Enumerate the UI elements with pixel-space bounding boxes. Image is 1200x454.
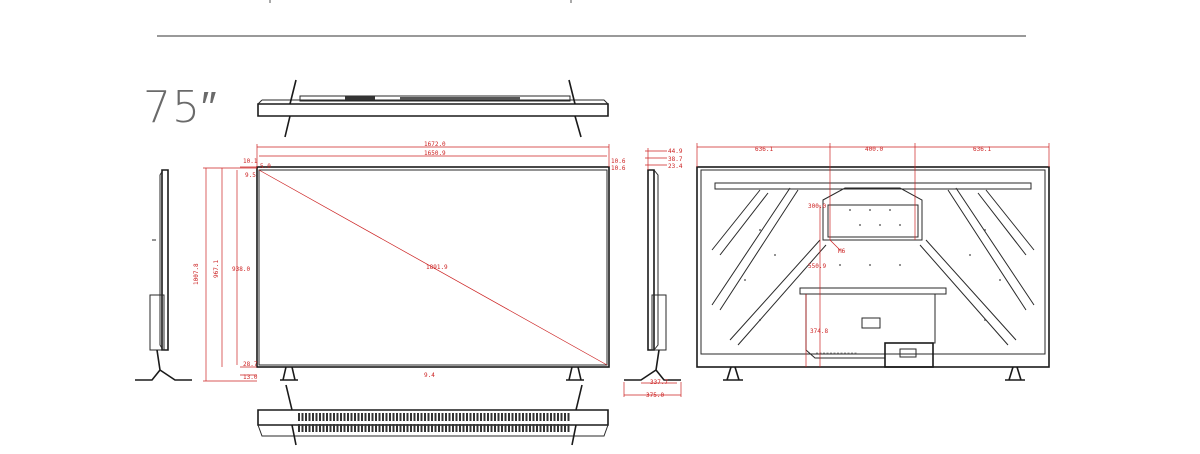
top-view	[257, 79, 609, 138]
left-side-view	[135, 169, 192, 381]
vesa-vertical-value: 300.0	[808, 203, 826, 210]
base-depth-value: 375.0	[646, 392, 664, 399]
bottom-view	[257, 384, 609, 446]
depth-a-value: 38.7	[668, 156, 683, 163]
depth-top-value: 44.9	[668, 148, 683, 155]
model-size-label: 75″	[143, 82, 218, 133]
height-with-stand-value: 1007.8	[193, 263, 200, 285]
stand-span-value: 9.4	[424, 372, 435, 379]
back-view: 636.1 400.0 636.1 300.0 M6 550.9 374.8	[696, 143, 1050, 381]
overall-height-value: 967.1	[213, 260, 220, 278]
back-right-offset-value: 636.1	[973, 146, 991, 153]
bottom-vent-grille	[298, 413, 570, 432]
front-outer-frame	[256, 166, 610, 368]
mount-height-value: 550.9	[808, 263, 826, 270]
lower-height-value: 374.8	[810, 328, 828, 335]
bottom-bezel-value: 28.7	[243, 361, 258, 368]
screen-width-value: 1650.9	[424, 150, 446, 157]
stand-depth-value: 337.7	[650, 379, 668, 386]
overall-width-value: 1672.0	[424, 141, 446, 148]
bezel-left-value: 5.0	[260, 163, 271, 170]
screen-height-value: 938.0	[232, 266, 250, 273]
bezel-right-a-value: 10.6	[611, 158, 626, 165]
back-left-offset-value: 636.1	[755, 146, 773, 153]
bezel-top-inner-value: 9.5	[245, 172, 256, 179]
right-side-view: 44.9 38.7 23.4 337.7 375.0	[623, 148, 683, 399]
front-view: 1891.9 1672.0 1650.9 1007.8 967.1 938.0 …	[193, 141, 626, 382]
bezel-right-b-value: 10.6	[611, 165, 626, 172]
depth-b-value: 23.4	[668, 163, 683, 170]
front-screen	[258, 169, 608, 366]
diagonal-value: 1891.9	[426, 264, 448, 271]
stand-gap-value: 13.0	[243, 374, 258, 381]
bezel-top-value: 10.1	[243, 158, 258, 165]
back-outer-frame	[696, 166, 1050, 368]
diagonal-line	[258, 169, 608, 366]
mount-hole-value: M6	[838, 248, 846, 255]
vesa-span-value: 400.0	[865, 146, 883, 153]
